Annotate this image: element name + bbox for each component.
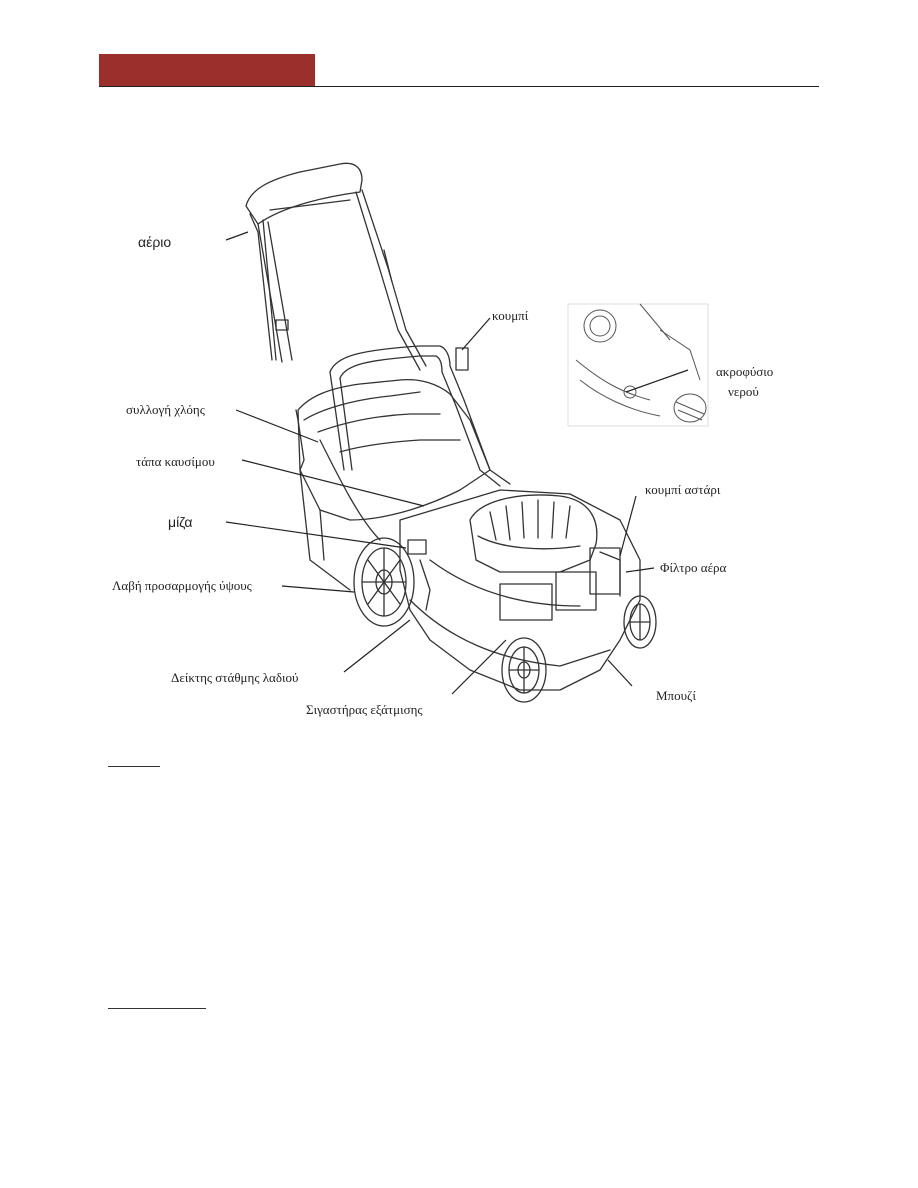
muffler-leader xyxy=(451,639,507,695)
starter-leader xyxy=(225,521,407,549)
primer-button-leader xyxy=(619,495,637,557)
muffler-label: Σιγαστήρας εξάτμισης xyxy=(306,702,423,717)
water-nozzle-label-line1: ακροφύσιο xyxy=(716,364,774,379)
lawnmower-figure: αέριο κουμπί συλλογή χλόης τάπα καυσίμου… xyxy=(112,162,774,717)
starter-label: μίζα xyxy=(168,514,193,530)
height-handle-label: Λαβή προσαρμογής ύψους xyxy=(112,578,252,593)
section-heading-underline-1 xyxy=(108,766,160,767)
spark-plug-label: Μπουζί xyxy=(656,688,696,703)
fuel-cap-leader xyxy=(241,459,425,507)
oil-dipstick-label: Δείκτης στάθμης λαδιού xyxy=(171,670,299,685)
throttle-label: αέριο xyxy=(138,234,172,250)
section-heading-underline-2 xyxy=(108,1008,206,1009)
primer-button-label: κουμπί αστάρι xyxy=(645,482,721,497)
header-color-bar xyxy=(99,54,315,87)
air-filter-label: Φίλτρο αέρα xyxy=(660,560,727,575)
lawnmower-drawing xyxy=(225,162,709,703)
grass-catcher-label: συλλογή χλόης xyxy=(126,402,205,417)
spark-plug-leader xyxy=(607,659,633,687)
throttle-leader xyxy=(225,231,249,241)
height-handle-leader xyxy=(281,585,355,593)
button-label: κουμπί xyxy=(492,308,529,323)
button-leader xyxy=(461,317,491,351)
fuel-cap-label: τάπα καυσίμου xyxy=(136,454,215,469)
air-filter-leader xyxy=(625,567,655,573)
grass-catcher-leader xyxy=(235,409,319,443)
header-divider-line xyxy=(99,86,819,87)
handle-grip xyxy=(245,162,363,225)
oil-dipstick-leader xyxy=(343,619,411,673)
water-nozzle-leader xyxy=(625,369,689,393)
water-nozzle-label-line2: νερού xyxy=(728,384,759,399)
